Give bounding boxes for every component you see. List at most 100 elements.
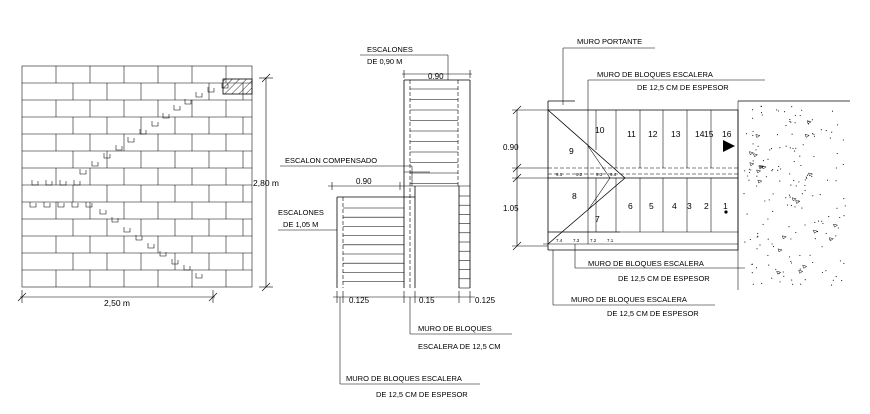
brick-elevation: 2,80 m 2,50 m	[17, 65, 279, 308]
plan-walls	[543, 100, 739, 251]
winder-number: 8	[572, 191, 577, 201]
height-label: 2,80 m	[253, 178, 279, 188]
top-width-dimension: 0.90	[402, 70, 472, 81]
step-mark	[184, 99, 192, 105]
muro-bloques-callout: MURO DE BLOQUES ESCALERA DE 12,5 CM	[409, 297, 512, 351]
plan-dimensions: 0.90 1.05	[503, 105, 548, 251]
escalones-top-line2: DE 0,90 M	[367, 57, 402, 66]
winder-number: 10	[595, 125, 605, 135]
step-mark	[183, 265, 191, 271]
upper-flight-width: 0.90	[503, 143, 519, 152]
muro-mid-line2: DE 12,5 CM DE ESPESOR	[618, 274, 710, 283]
step-number-lower: 3	[687, 201, 692, 211]
step-mark	[91, 161, 99, 167]
step-number-upper: 15	[704, 129, 714, 139]
winder-sublabel: 9.1	[556, 172, 563, 177]
muro-top-line1: MURO DE BLOQUES ESCALERA	[597, 70, 713, 79]
step-mark	[71, 202, 79, 208]
winder-lines	[547, 109, 626, 245]
muro-top-callout: MURO DE BLOQUES ESCALERA DE 12,5 CM DE E…	[587, 70, 765, 110]
muro-mid-callout: MURO DE BLOQUES ESCALERA DE 12,5 CM DE E…	[574, 244, 745, 283]
muro-bottom-line2: DE 12,5 CM DE ESPESOR	[376, 390, 468, 399]
muro-mid-line1: MURO DE BLOQUES ESCALERA	[588, 259, 704, 268]
mid-width-dimension: 0.90	[328, 177, 404, 190]
step-number-lower: 6	[628, 201, 633, 211]
step-number-upper: 16	[722, 129, 732, 139]
step-number-lower: 5	[649, 201, 654, 211]
step-mark	[123, 227, 131, 233]
up-arrow-icon	[723, 140, 735, 152]
winder-sublabel: 9.2	[576, 172, 583, 177]
right-thickness-label: 0.125	[475, 296, 496, 305]
muro-bloques-bottom-callout: MURO DE BLOQUES ESCALERA DE 12,5 CM DE E…	[339, 297, 480, 399]
hatched-landing	[222, 78, 253, 95]
step-mark	[207, 87, 215, 93]
step-mark	[171, 259, 179, 265]
escalones-bottom-callout: ESCALONES DE 1,05 M	[278, 208, 337, 231]
muro-plan-bottom-line2: DE 12,5 CM DE ESPESOR	[607, 309, 699, 318]
width-dimension: 2,50 m	[17, 290, 218, 308]
winder-numbers: 10 9 8 7	[569, 125, 605, 224]
step-number-upper: 13	[671, 129, 681, 139]
muro-portante-label: MURO PORTANTE	[577, 37, 642, 46]
upper-flight	[403, 79, 471, 288]
start-dot-icon	[724, 210, 728, 214]
step-number-lower: 2	[704, 201, 709, 211]
winder-sublabel: 7.1	[607, 238, 614, 243]
mid-width-label: 0.90	[356, 177, 372, 186]
winder-number: 7	[595, 214, 600, 224]
winder-number: 9	[569, 146, 574, 156]
winder-sublabel: 7.4	[556, 238, 563, 243]
step-mark	[79, 169, 87, 175]
stair-section: ESCALONES DE 0,90 M 0.90 ESCALON COMPENS…	[278, 45, 512, 399]
brick-wall	[21, 65, 253, 288]
step-mark	[135, 235, 143, 241]
step-mark	[59, 180, 67, 186]
muro-top-line2: DE 12,5 CM DE ESPESOR	[637, 83, 729, 92]
center-thickness-label: 0.15	[419, 296, 435, 305]
step-mark	[29, 202, 37, 208]
lower-flight	[336, 186, 416, 288]
step-mark	[115, 145, 123, 151]
winder-sublabel: 9.4	[610, 172, 617, 177]
step-mark	[103, 153, 111, 159]
muro-bottom-plan-callout: MURO DE BLOQUES ESCALERA DE 12,5 CM DE E…	[552, 250, 715, 318]
step-mark	[159, 251, 167, 257]
plan-treads	[548, 110, 712, 233]
top-width-label: 0.90	[428, 72, 444, 81]
muro-bloques-line2: ESCALERA DE 12,5 CM	[418, 342, 501, 351]
step-number-upper: 12	[648, 129, 658, 139]
muro-portante-callout: MURO PORTANTE	[562, 37, 655, 105]
compensado-callout: ESCALON COMPENSADO	[280, 156, 413, 186]
muro-bloques-line1: MURO DE BLOQUES	[418, 324, 492, 333]
step-mark	[31, 180, 39, 186]
step-mark	[127, 137, 135, 143]
step-mark	[221, 83, 229, 89]
lower-flight-width: 1.05	[503, 204, 519, 213]
width-label: 2,50 m	[104, 298, 130, 308]
step-mark	[195, 92, 203, 98]
step-mark	[45, 180, 53, 186]
step-number-lower: 1	[723, 201, 728, 211]
left-thickness-label: 0.125	[349, 296, 370, 305]
step-mark	[151, 121, 159, 127]
escalones-top-callout: ESCALONES DE 0,90 M	[360, 45, 449, 80]
step-profile	[29, 83, 229, 279]
winder-sublabel: 7.3	[573, 238, 580, 243]
escalones-top-line1: ESCALONES	[367, 45, 413, 54]
soil-area	[737, 100, 850, 290]
step-mark	[111, 217, 119, 223]
winder-sublabel: 7.2	[590, 238, 597, 243]
muro-bottom-line1: MURO DE BLOQUES ESCALERA	[346, 374, 462, 383]
escalon-compensado-label: ESCALON COMPENSADO	[285, 156, 377, 165]
step-number-upper: 14	[695, 129, 705, 139]
step-mark	[43, 202, 51, 208]
step-mark	[139, 129, 147, 135]
step-mark	[195, 273, 203, 279]
bottom-dimensions: 0.125 0.15 0.125	[333, 291, 496, 305]
escalones-bottom-line2: DE 1,05 M	[283, 220, 318, 229]
step-mark	[85, 202, 93, 208]
